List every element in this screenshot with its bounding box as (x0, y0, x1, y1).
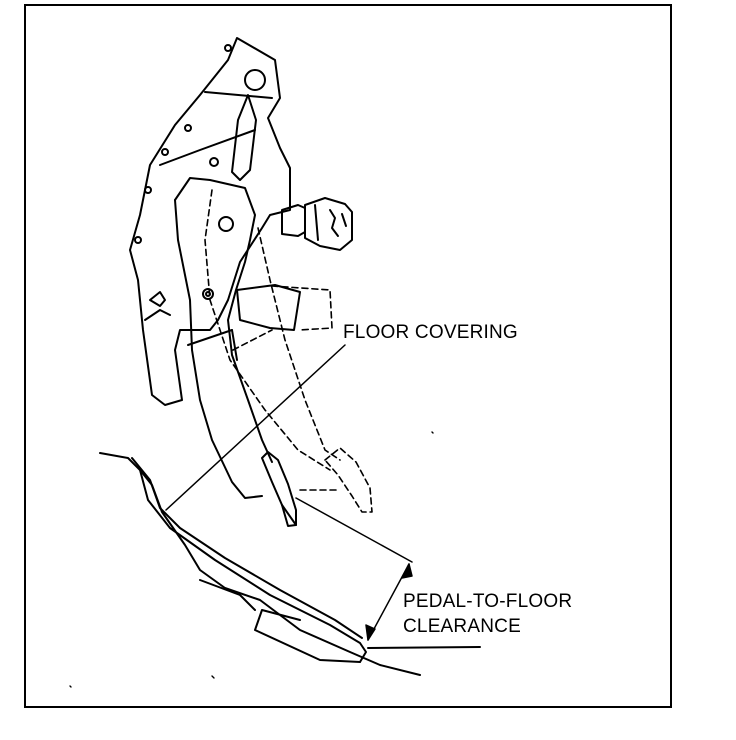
diagram-frame (24, 4, 672, 708)
pedal-depressed-outline (204, 189, 373, 513)
pedal-bracket (129, 37, 291, 406)
clearance-label-line1: PEDAL-TO-FLOOR (403, 591, 573, 612)
floor-covering (99, 452, 481, 676)
clearance-label-line2: CLEARANCE (403, 616, 521, 637)
dimension-extension-line (295, 497, 413, 563)
pedal-sensor-connector (281, 197, 353, 251)
pedal-pad (261, 451, 297, 527)
pedal-arm (174, 177, 301, 499)
pivot-bolt-hole (244, 69, 266, 91)
scan-specks (69, 431, 434, 688)
floor-covering-leader-line (165, 344, 346, 511)
floor-covering-label: FLOOR COVERING (343, 322, 518, 343)
callouts (165, 344, 413, 641)
